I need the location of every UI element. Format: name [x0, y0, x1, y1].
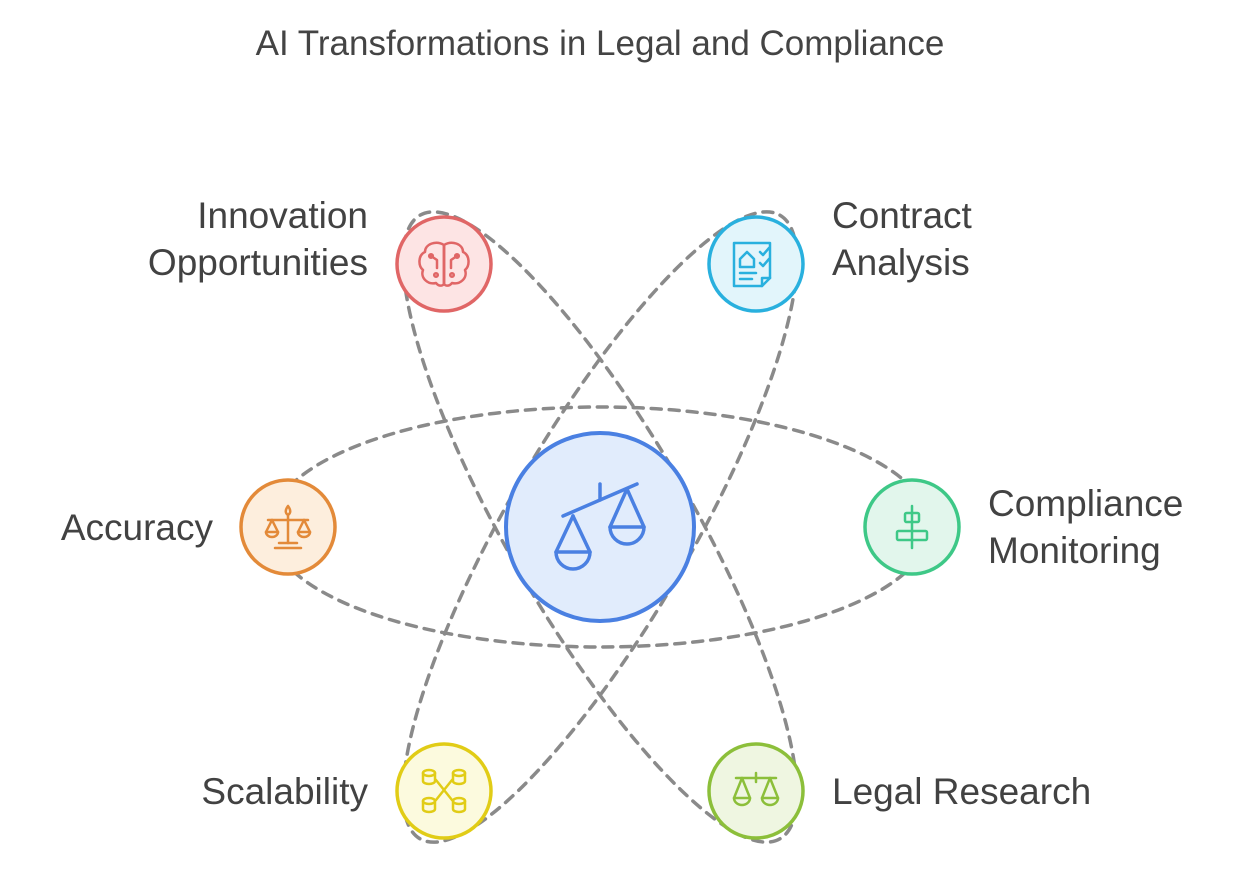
label-line: Accuracy: [60, 507, 213, 548]
node-innovation: [395, 215, 493, 313]
node-contract: [707, 215, 805, 313]
label-line: Legal Research: [832, 771, 1092, 812]
balance-scale-icon: [264, 504, 312, 550]
scales-icon: [554, 482, 646, 571]
label-scalability: Scalability: [201, 768, 368, 815]
label-line: Analysis: [832, 242, 970, 283]
scales-icon: [732, 771, 780, 807]
label-line: Innovation: [197, 195, 368, 236]
center-node: [504, 431, 696, 623]
label-innovation-opportunities: Innovation Opportunities: [148, 192, 368, 286]
diagram-title: AI Transformations in Legal and Complian…: [255, 24, 945, 63]
label-compliance-monitoring: Compliance Monitoring: [988, 480, 1183, 574]
label-line: Scalability: [201, 771, 368, 812]
label-legal-research: Legal Research: [832, 768, 1091, 815]
document-check-icon: [732, 241, 772, 288]
node-legal-research: [707, 742, 805, 840]
label-accuracy: Accuracy: [61, 504, 213, 551]
align-center-icon: [895, 504, 929, 550]
label-line: Opportunities: [147, 242, 368, 283]
label-contract-analysis: Contract Analysis: [832, 192, 972, 286]
label-line: Compliance: [988, 483, 1184, 524]
node-scalability: [395, 742, 493, 840]
node-compliance: [863, 478, 961, 576]
brain-icon: [418, 241, 470, 287]
label-line: Monitoring: [988, 530, 1161, 571]
network-nodes-icon: [421, 768, 467, 814]
label-line: Contract: [832, 195, 972, 236]
node-accuracy: [239, 478, 337, 576]
